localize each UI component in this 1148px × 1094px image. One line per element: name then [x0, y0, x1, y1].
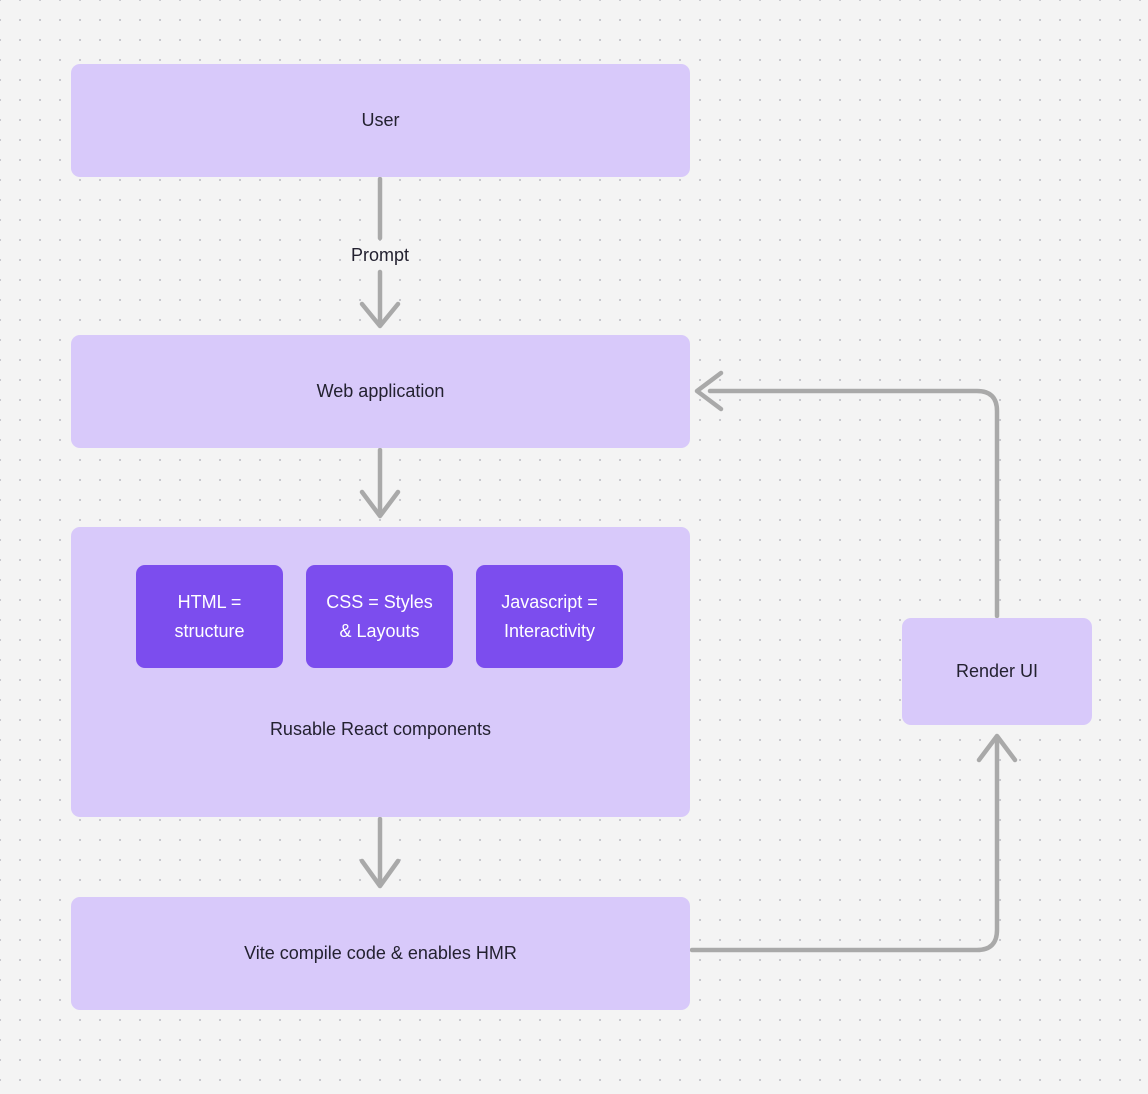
node-render-ui-label: Render UI — [955, 661, 1039, 682]
edge-label-prompt: Prompt — [330, 245, 430, 266]
chip-html-line-2: structure — [174, 620, 245, 641]
components-inner: HTML = structure CSS = Styles & Layouts … — [71, 527, 690, 817]
node-web-application-label: Web application — [316, 381, 445, 402]
chip-html-label: HTML = structure — [174, 588, 244, 646]
edge-label-prompt-text: Prompt — [350, 245, 410, 265]
edge-webapp-to-components — [359, 447, 401, 519]
node-vite-label: Vite compile code & enables HMR — [244, 943, 517, 964]
chip-javascript[interactable]: Javascript = Interactivity — [476, 565, 623, 668]
node-user-label: User — [361, 110, 400, 131]
chip-javascript-line-2: Interactivity — [503, 620, 595, 641]
node-react-components[interactable]: HTML = structure CSS = Styles & Layouts … — [71, 527, 690, 817]
node-render-ui[interactable]: Render UI — [902, 618, 1092, 725]
chip-html-line-1: HTML = — [177, 591, 242, 612]
chip-css-label: CSS = Styles & Layouts — [326, 588, 433, 646]
chip-css[interactable]: CSS = Styles & Layouts — [306, 565, 453, 668]
edge-vite-to-render — [689, 733, 1018, 953]
node-user[interactable]: User — [71, 64, 690, 177]
edge-render-to-webapp — [694, 370, 1000, 619]
node-web-application[interactable]: Web application — [71, 335, 690, 448]
node-vite[interactable]: Vite compile code & enables HMR — [71, 897, 690, 1010]
chip-javascript-label: Javascript = Interactivity — [501, 588, 598, 646]
chip-css-line-1: CSS = Styles — [326, 591, 433, 612]
chip-css-line-2: & Layouts — [339, 620, 420, 641]
chip-html[interactable]: HTML = structure — [136, 565, 283, 668]
chip-javascript-line-1: Javascript = — [501, 591, 598, 612]
edge-components-to-vite — [359, 816, 401, 889]
components-caption: Rusable React components — [269, 719, 492, 739]
